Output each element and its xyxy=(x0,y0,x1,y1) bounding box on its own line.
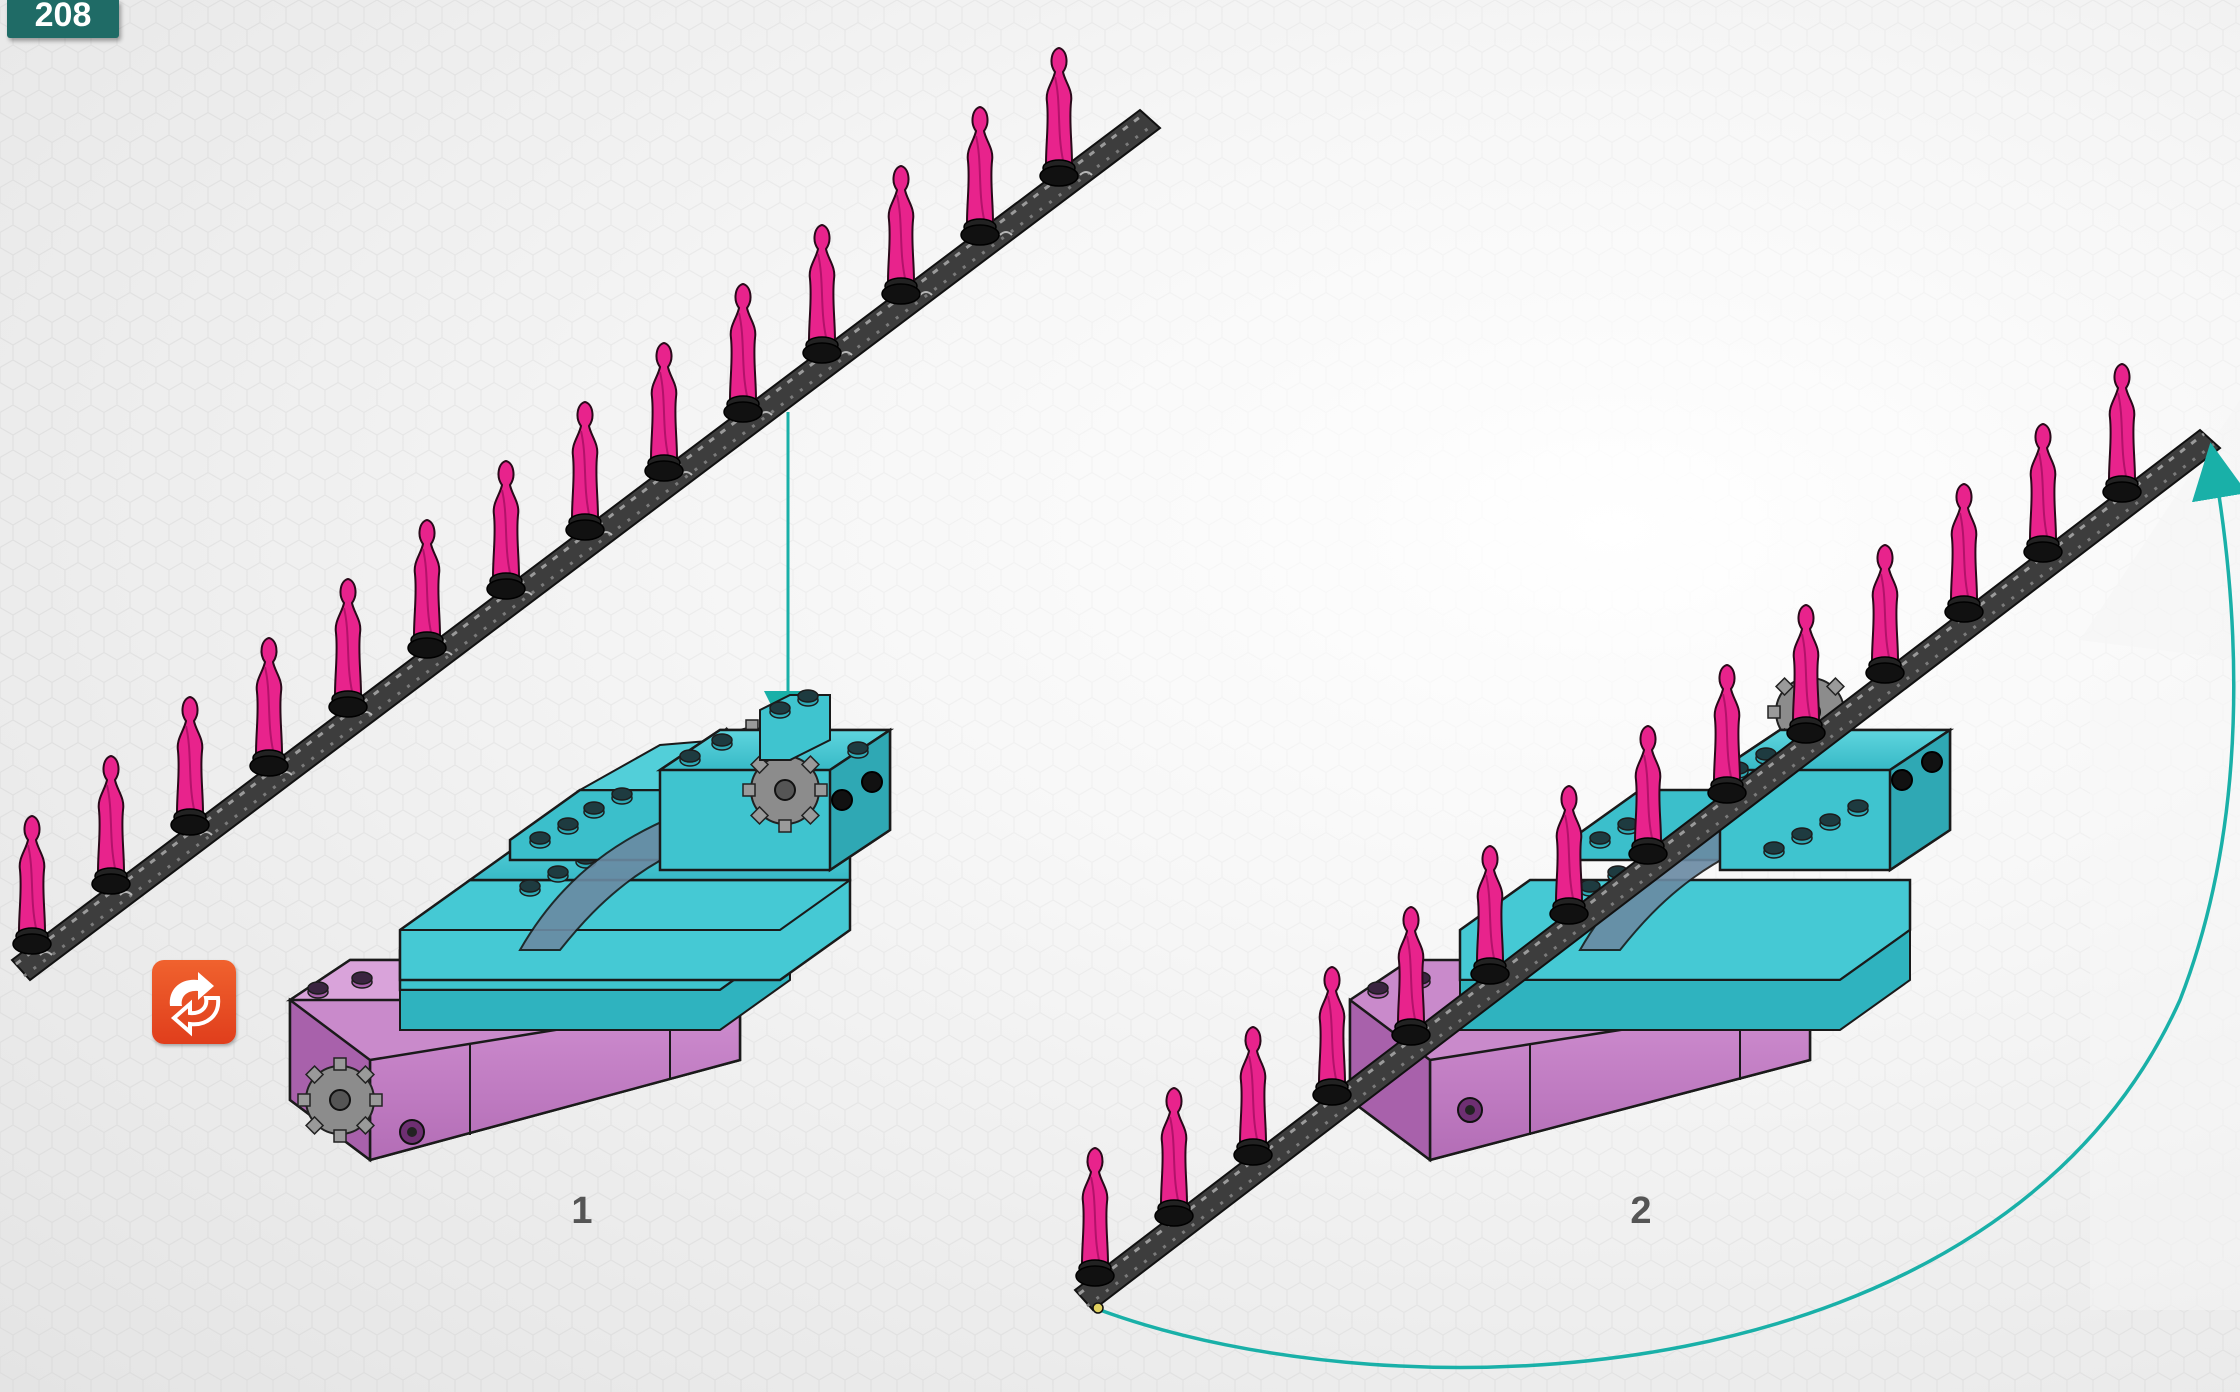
step-number-2: 2 xyxy=(1630,1190,1652,1232)
step2-wrap-arrow xyxy=(1099,442,2240,1370)
step-number-1: 1 xyxy=(571,1190,593,1232)
step2-track-assembly xyxy=(1073,363,2222,1312)
page-number-badge: 208 xyxy=(7,0,119,38)
rotate-model-icon xyxy=(152,960,236,1044)
step1-base-model xyxy=(285,689,895,1163)
step1-track-assembly xyxy=(10,47,1162,982)
